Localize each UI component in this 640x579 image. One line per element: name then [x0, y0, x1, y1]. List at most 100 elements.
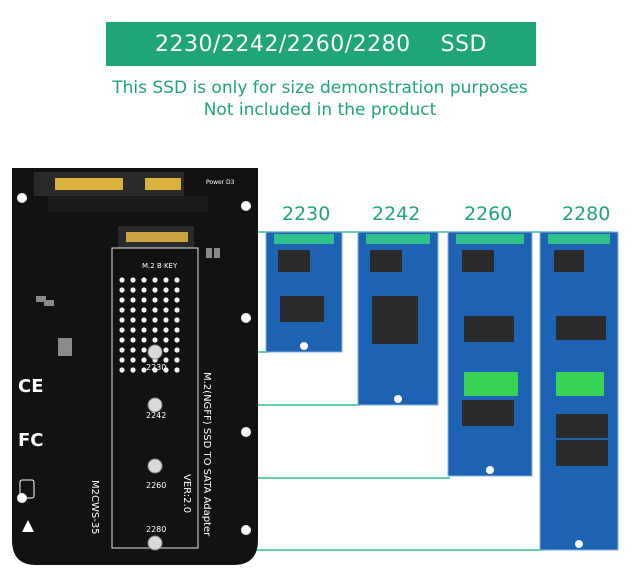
vent-hole — [141, 277, 147, 283]
power-label: Power D3 — [206, 179, 235, 186]
vent-hole — [119, 327, 125, 333]
vent-hole — [119, 307, 125, 313]
ssd-card-2260 — [447, 231, 533, 477]
vent-hole — [174, 347, 180, 353]
vent-hole — [163, 317, 169, 323]
vent-hole — [130, 277, 136, 283]
vent-hole — [163, 367, 169, 373]
vent-hole — [152, 317, 158, 323]
vent-hole — [119, 367, 125, 373]
vent-hole — [141, 327, 147, 333]
vent-hole — [130, 307, 136, 313]
vent-hole — [141, 347, 147, 353]
vent-hole — [141, 337, 147, 343]
vent-hole — [141, 307, 147, 313]
vent-hole — [152, 307, 158, 313]
vent-hole — [174, 367, 180, 373]
vent-hole — [152, 337, 158, 343]
vent-hole — [174, 277, 180, 283]
size-label-2280: 2280 — [562, 203, 610, 225]
mounting-notch — [575, 540, 583, 548]
vent-hole — [119, 277, 125, 283]
memory-chip — [556, 440, 608, 466]
slot-label: M.2 B KEY — [142, 262, 178, 270]
size-mark-2280: 2280 — [146, 525, 166, 534]
vent-hole — [141, 367, 147, 373]
notice-line-2: Not included in the product — [203, 100, 437, 120]
vent-hole — [174, 307, 180, 313]
vent-hole — [141, 357, 147, 363]
vent-hole — [152, 367, 158, 373]
vent-hole — [163, 307, 169, 313]
vent-hole — [163, 357, 169, 363]
size-label-2242: 2242 — [372, 203, 420, 225]
vent-hole — [163, 277, 169, 283]
vent-hole — [119, 317, 125, 323]
vent-hole — [163, 347, 169, 353]
standoff-2242 — [147, 397, 163, 413]
board-labels: M.2 B KEY Power D3 2230 2242 2260 2280 C… — [18, 179, 235, 537]
board-model: M2CWS-35 — [89, 480, 100, 535]
vent-hole — [174, 337, 180, 343]
memory-chip — [554, 250, 584, 272]
standoff-2260 — [147, 458, 163, 474]
vent-hole — [141, 297, 147, 303]
led-component — [58, 338, 72, 356]
components — [36, 248, 220, 356]
ce-mark: CE — [18, 376, 44, 397]
vent-hole — [119, 347, 125, 353]
vent-hole — [152, 287, 158, 293]
adapter-board: M.2 B KEY Power D3 2230 2242 2260 2280 C… — [12, 168, 258, 565]
title-banner: 2230/2242/2260/2280 SSD — [106, 22, 536, 66]
vent-hole — [130, 327, 136, 333]
sata-gold-pins — [55, 178, 181, 190]
vent-hole — [130, 367, 136, 373]
memory-chip — [372, 296, 418, 322]
size-mark-2260: 2260 — [146, 481, 166, 490]
green-label — [556, 372, 604, 396]
size-mark-2230: 2230 — [146, 363, 166, 372]
banner-title: 2230/2242/2260/2280 SSD — [154, 31, 488, 57]
vent-hole — [163, 297, 169, 303]
standoff-2230 — [147, 344, 163, 360]
vent-hole — [152, 297, 158, 303]
vent-hole — [119, 287, 125, 293]
green-label — [464, 372, 518, 396]
board-title: M.2(NGFF) SSD TO SATA Adapter — [201, 372, 212, 537]
memory-chip — [556, 316, 606, 340]
vent-hole — [174, 287, 180, 293]
vent-hole — [174, 297, 180, 303]
vent-hole-grid — [119, 277, 180, 373]
gold-fingers — [456, 234, 524, 244]
standoff-holes — [147, 344, 163, 551]
memory-chip — [464, 316, 514, 342]
memory-chip — [462, 250, 494, 272]
vent-hole — [163, 327, 169, 333]
vent-hole — [119, 337, 125, 343]
vent-hole — [174, 357, 180, 363]
memory-chip — [462, 400, 514, 426]
vent-hole — [174, 327, 180, 333]
memory-chip — [372, 318, 418, 344]
mounting-holes — [17, 193, 251, 535]
standoff-2280 — [147, 535, 163, 551]
vent-hole — [163, 287, 169, 293]
vent-hole — [174, 317, 180, 323]
size-labels: 2230 2242 2260 2280 — [282, 203, 610, 225]
board-version: VER:2.0 — [181, 474, 192, 513]
vent-hole — [130, 297, 136, 303]
ssd-card-2242 — [357, 231, 439, 406]
vent-hole — [119, 297, 125, 303]
notice-line-1: This SSD is only for size demonstration … — [112, 78, 528, 98]
gold-fingers — [274, 234, 334, 244]
vent-hole — [152, 277, 158, 283]
vent-hole — [130, 347, 136, 353]
size-label-2230: 2230 — [282, 203, 330, 225]
vent-hole — [130, 337, 136, 343]
vent-hole — [163, 337, 169, 343]
mounting-notch — [486, 466, 494, 474]
fc-mark: FC — [18, 430, 44, 451]
vent-hole — [130, 317, 136, 323]
size-mark-2242: 2242 — [146, 411, 166, 420]
